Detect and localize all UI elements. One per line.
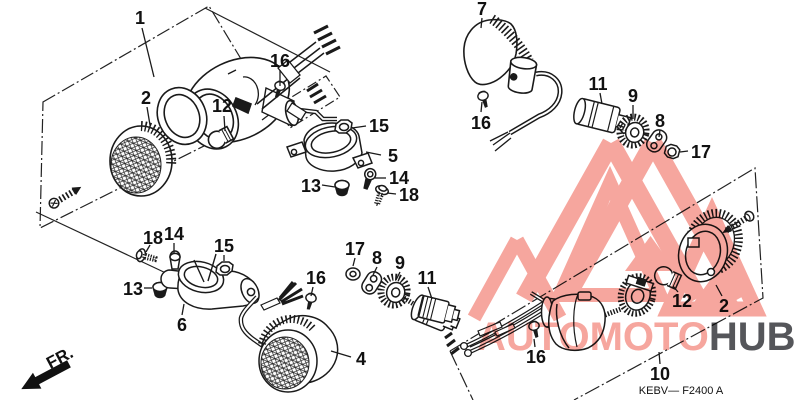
svg-text:4: 4	[356, 349, 366, 369]
svg-text:7: 7	[477, 0, 487, 19]
svg-text:8: 8	[372, 248, 382, 268]
svg-text:2: 2	[141, 88, 151, 108]
svg-text:17: 17	[691, 142, 711, 162]
svg-text:1: 1	[135, 8, 145, 28]
svg-text:9: 9	[395, 253, 405, 273]
svg-text:9: 9	[628, 86, 638, 106]
svg-text:12: 12	[212, 96, 232, 116]
svg-text:13: 13	[301, 176, 321, 196]
svg-text:14: 14	[389, 168, 409, 188]
svg-text:AUTOMOTOHUB: AUTOMOTOHUB	[477, 315, 796, 359]
svg-text:16: 16	[471, 113, 491, 133]
svg-text:11: 11	[588, 74, 607, 94]
svg-text:18: 18	[143, 228, 163, 248]
svg-text:5: 5	[388, 146, 398, 166]
svg-text:FR.: FR.	[43, 343, 76, 373]
svg-text:16: 16	[526, 347, 546, 367]
svg-text:17: 17	[345, 239, 365, 259]
svg-text:15: 15	[214, 236, 234, 256]
svg-text:10: 10	[650, 364, 670, 384]
svg-text:13: 13	[123, 279, 143, 299]
svg-text:KEBV— F2400 A: KEBV— F2400 A	[639, 385, 724, 397]
svg-text:14: 14	[164, 224, 184, 244]
svg-text:16: 16	[306, 268, 326, 288]
svg-text:6: 6	[177, 315, 187, 335]
svg-text:11: 11	[417, 268, 436, 288]
svg-text:8: 8	[655, 111, 665, 131]
svg-text:16: 16	[270, 51, 290, 71]
svg-text:15: 15	[369, 116, 389, 136]
svg-text:18: 18	[399, 185, 419, 205]
